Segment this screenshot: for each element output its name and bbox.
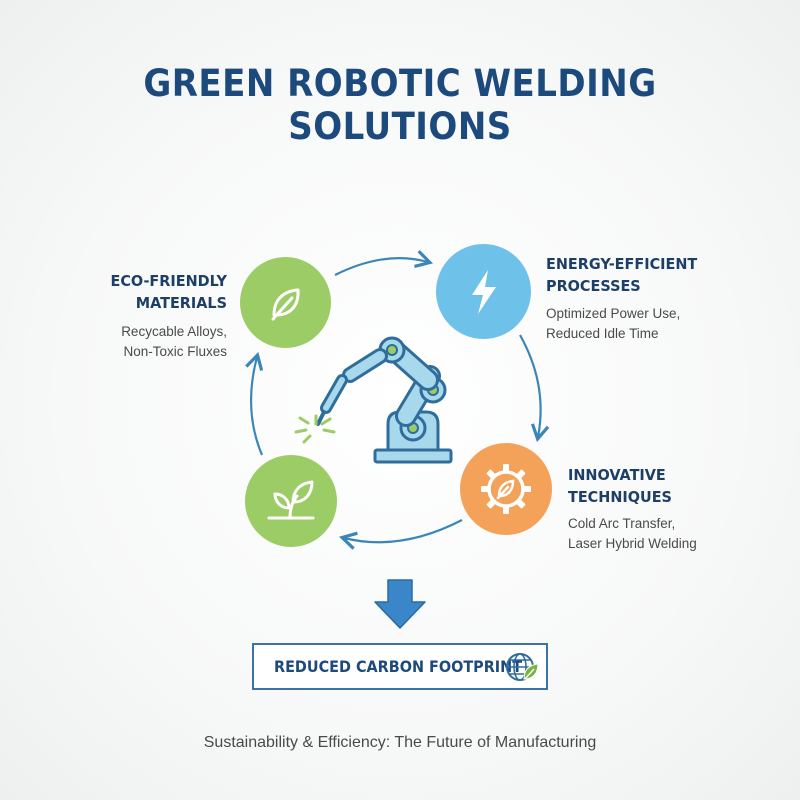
robotic-welding-arm-icon [294,336,453,464]
energy-processes-title: ENERGY-EFFICIENT PROCESSES [546,255,698,295]
lightning-icon [471,269,496,314]
page-title: GREEN ROBOTIC WELDING SOLUTIONS [143,62,657,148]
gear-leaf-icon [481,464,531,514]
eco-materials-desc: Recycable Alloys, Non-Toxic Fluxes [121,324,227,359]
eco-materials-title: ECO-FRIENDLY MATERIALS [110,272,227,312]
growth-circle [245,455,337,547]
innovative-techniques-title: INNOVATIVE TECHNIQUES [568,466,672,506]
leaf-icon [271,288,300,320]
arrow-eco-to-energy [334,250,433,276]
energy-processes-circle [436,244,531,339]
sprouting-plant-icon [267,480,315,520]
eco-materials-circle [240,257,331,348]
reduced-carbon-footprint-box: REDUCED CARBON FOOTPRINT [252,643,548,690]
arrow-innovative-to-growth [338,519,463,550]
innovative-techniques-circle [460,443,552,535]
energy-processes-desc: Optimized Power Use, Reduced Idle Time [546,306,681,341]
arrow-growth-to-eco [245,351,264,456]
down-arrow-icon [374,579,426,629]
arrow-energy-to-innovative [519,334,550,443]
reduced-carbon-footprint-label: REDUCED CARBON FOOTPRINT [274,657,523,676]
innovative-techniques-desc: Cold Arc Transfer, Laser Hybrid Welding [568,516,697,551]
caption: Sustainability & Efficiency: The Future … [203,734,597,751]
globe-leaf-icon [506,653,539,681]
